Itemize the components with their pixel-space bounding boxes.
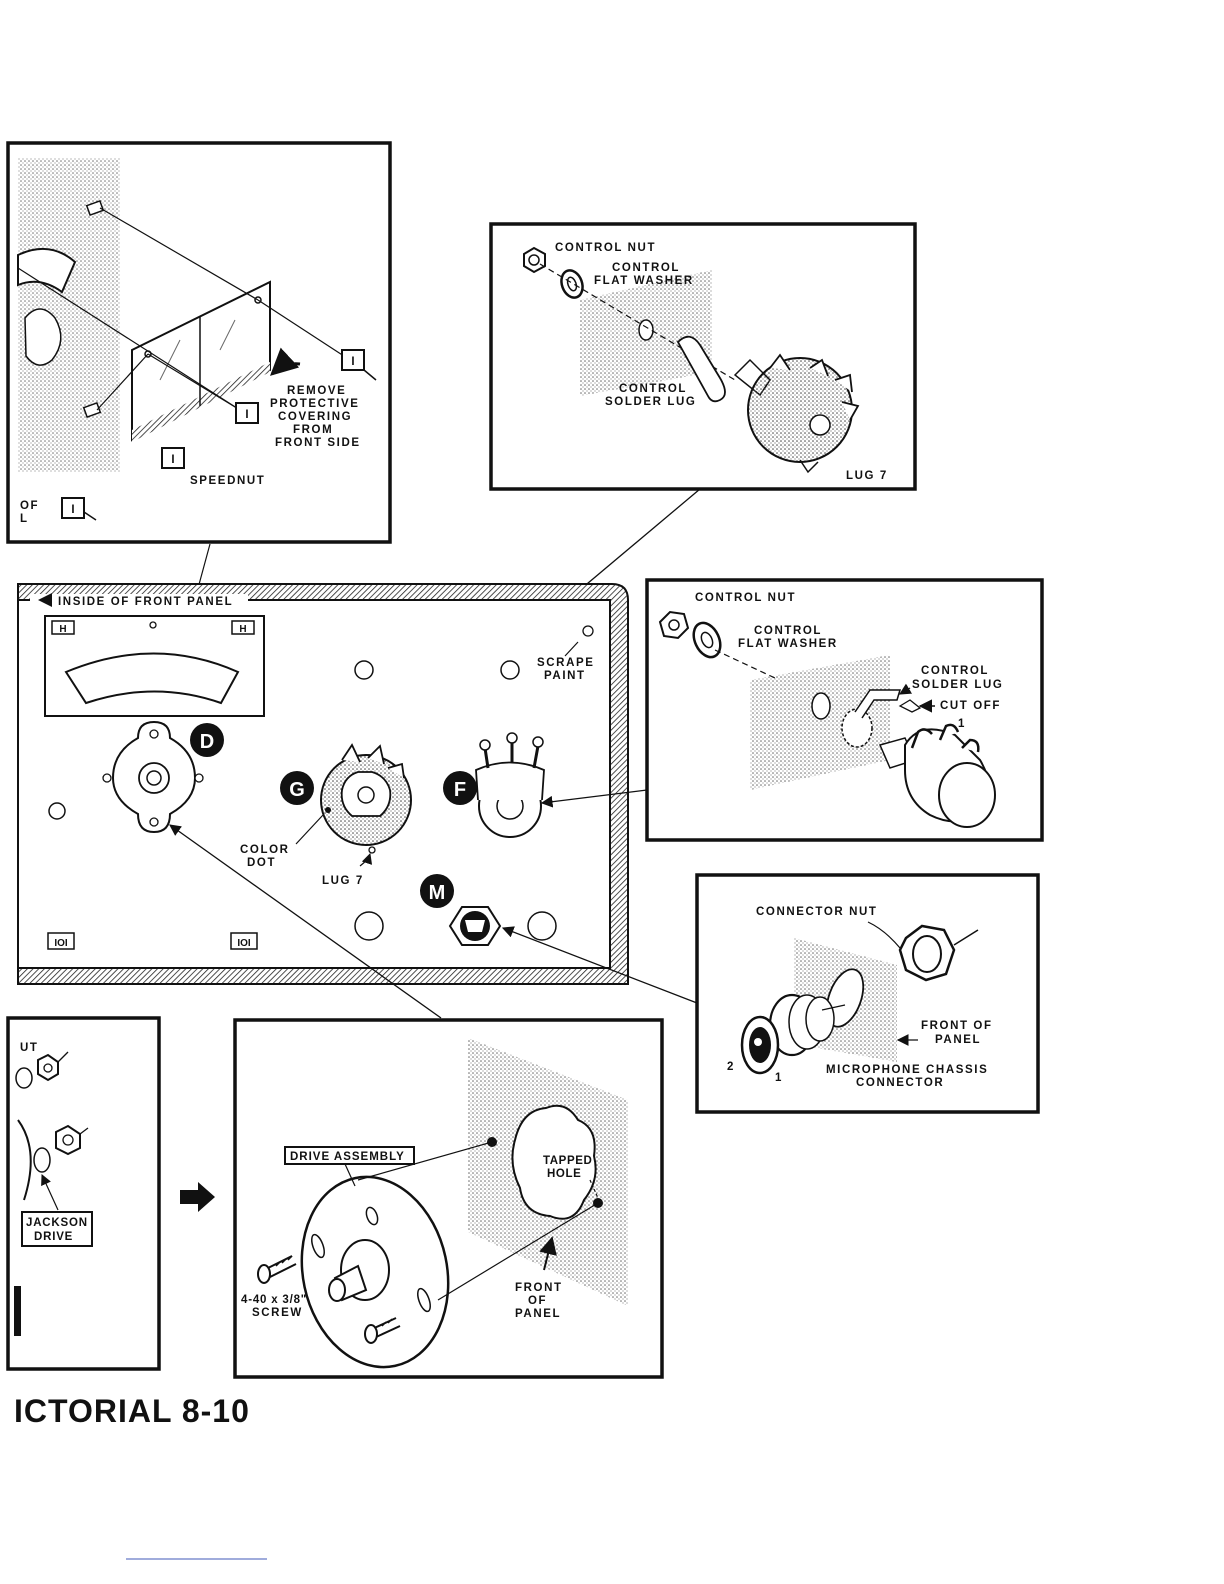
figure-title: ICTORIAL 8-10 [14, 1393, 250, 1429]
svg-text:F: F [454, 779, 466, 801]
panel-hole [354, 660, 374, 680]
control-label: CONTROL [921, 665, 989, 677]
svg-text:I: I [171, 454, 174, 466]
drive-label: DRIVE [34, 1231, 73, 1243]
svg-text:IOI: IOI [54, 938, 68, 949]
pin1-label: 1 [775, 1072, 783, 1084]
pin2-label: 2 [727, 1061, 735, 1073]
connector-label: CONNECTOR [856, 1077, 944, 1089]
tapped-label: TAPPED [543, 1155, 592, 1167]
screw-icon [364, 1317, 401, 1344]
control-g-inset: CONTROL NUT CONTROL FLAT WASHER CONTROL … [489, 222, 917, 491]
svg-text:H: H [239, 624, 246, 635]
svg-text:H: H [59, 624, 66, 635]
mic-connector-body [740, 993, 846, 1075]
paint-label: PAINT [544, 670, 586, 682]
control-label: CONTROL [754, 625, 822, 637]
lug7-label: LUG 7 [846, 470, 888, 482]
front-of-label: FRONT OF [921, 1020, 993, 1032]
from-label: FROM [293, 424, 333, 436]
panel-hole [500, 660, 520, 680]
speednut-icon: H [231, 620, 255, 635]
speednut-icon: I [235, 402, 259, 424]
hex-nut-icon [658, 610, 690, 640]
control-label: CONTROL [612, 262, 680, 274]
badge-m: M [420, 874, 454, 908]
l-fragment-label: L [20, 513, 29, 525]
remove-label: REMOVE [287, 385, 346, 397]
drive-mount-plate [102, 720, 204, 834]
hex-nut-icon [898, 924, 956, 982]
hole-label: HOLE [547, 1168, 581, 1180]
svg-text:G: G [289, 779, 305, 801]
of-label: OF [528, 1295, 547, 1307]
screw-size-label: 4-40 x 3/8" [241, 1294, 307, 1306]
badge-f: F [443, 771, 477, 805]
speednut-label: SPEEDNUT [190, 475, 265, 487]
svg-text:I: I [245, 409, 248, 421]
jackson-drive-inset: UT JACKSON DRIVE [6, 1016, 161, 1371]
panel-hole [354, 911, 384, 941]
panel-hole [582, 625, 594, 637]
speednut-icon: I [341, 349, 377, 381]
svg-text:D: D [200, 731, 214, 753]
inside-front-panel-label: INSIDE OF FRONT PANEL [58, 596, 233, 608]
microphone-chassis-label: MICROPHONE CHASSIS [826, 1064, 988, 1076]
jackson-label: JACKSON [26, 1217, 88, 1229]
drive-assembly-inset: DRIVE ASSEMBLY TAPPED HOLE FRONT OF PANE… [233, 1018, 664, 1379]
front-side-label: FRONT SIDE [275, 437, 361, 449]
speednut-icon: I [161, 447, 185, 469]
arrow-right-icon [180, 1182, 215, 1212]
speednut-icon: I [61, 497, 97, 521]
control-nut-label: CONTROL NUT [695, 592, 796, 604]
flat-washer-label: FLAT WASHER [594, 275, 694, 287]
ut-fragment-label: UT [20, 1042, 39, 1054]
control-f [475, 732, 545, 838]
protective-label: PROTECTIVE [270, 398, 359, 410]
panel-label: PANEL [935, 1034, 981, 1046]
hex-nut-icon [523, 246, 546, 274]
leader-line [501, 926, 698, 1004]
cut-off-label: CUT OFF [940, 700, 1001, 712]
drive-assembly-label: DRIVE ASSEMBLY [290, 1151, 405, 1163]
panel-hole [527, 911, 557, 941]
connector-m-inset: CONNECTOR NUT FRONT OF PANEL 2 1 MICROPH… [695, 873, 1040, 1114]
color-label: COLOR [240, 844, 290, 856]
badge-g: G [280, 771, 314, 805]
scrape-label: SCRAPE [537, 657, 595, 669]
svg-text:M: M [429, 882, 446, 904]
svg-text:I: I [71, 504, 74, 516]
speednut-icon: IOI [47, 932, 75, 950]
front-panel: INSIDE OF FRONT PANEL H H SCRAPE PAINT [17, 583, 629, 985]
panel-hole [48, 802, 66, 820]
control-f-inset: CONTROL NUT CONTROL FLAT WASHER CONTROL … [645, 578, 1044, 842]
screw-label: SCREW [252, 1307, 303, 1319]
meter-window-inset: I I I I REMOVE PROTECTIVE COVERING FROM … [6, 141, 392, 544]
control-nut-label: CONTROL NUT [555, 242, 656, 254]
badge-d: D [190, 723, 224, 757]
lug-number-label: 1 [958, 718, 966, 730]
leader-line [540, 789, 648, 808]
speednut-icon: IOI [230, 932, 258, 950]
front-label: FRONT [515, 1282, 563, 1294]
dot-label: DOT [247, 857, 276, 869]
screw-icon [257, 1255, 297, 1284]
lug7-panel-label: LUG 7 [322, 875, 364, 887]
speednut-icon: H [51, 620, 75, 635]
solder-lug-label: SOLDER LUG [605, 396, 696, 408]
solder-lug-label: SOLDER LUG [912, 679, 1003, 691]
svg-text:IOI: IOI [237, 938, 251, 949]
covering-label: COVERING [278, 411, 352, 423]
control-label: CONTROL [619, 383, 687, 395]
panel-label: PANEL [515, 1308, 561, 1320]
svg-text:I: I [351, 356, 354, 368]
flat-washer-label: FLAT WASHER [738, 638, 838, 650]
connector-nut-label: CONNECTOR NUT [756, 906, 878, 918]
leader-line [169, 824, 442, 1019]
control-g [320, 743, 412, 854]
mic-connector [448, 906, 502, 946]
of-fragment-label: OF [20, 500, 39, 512]
